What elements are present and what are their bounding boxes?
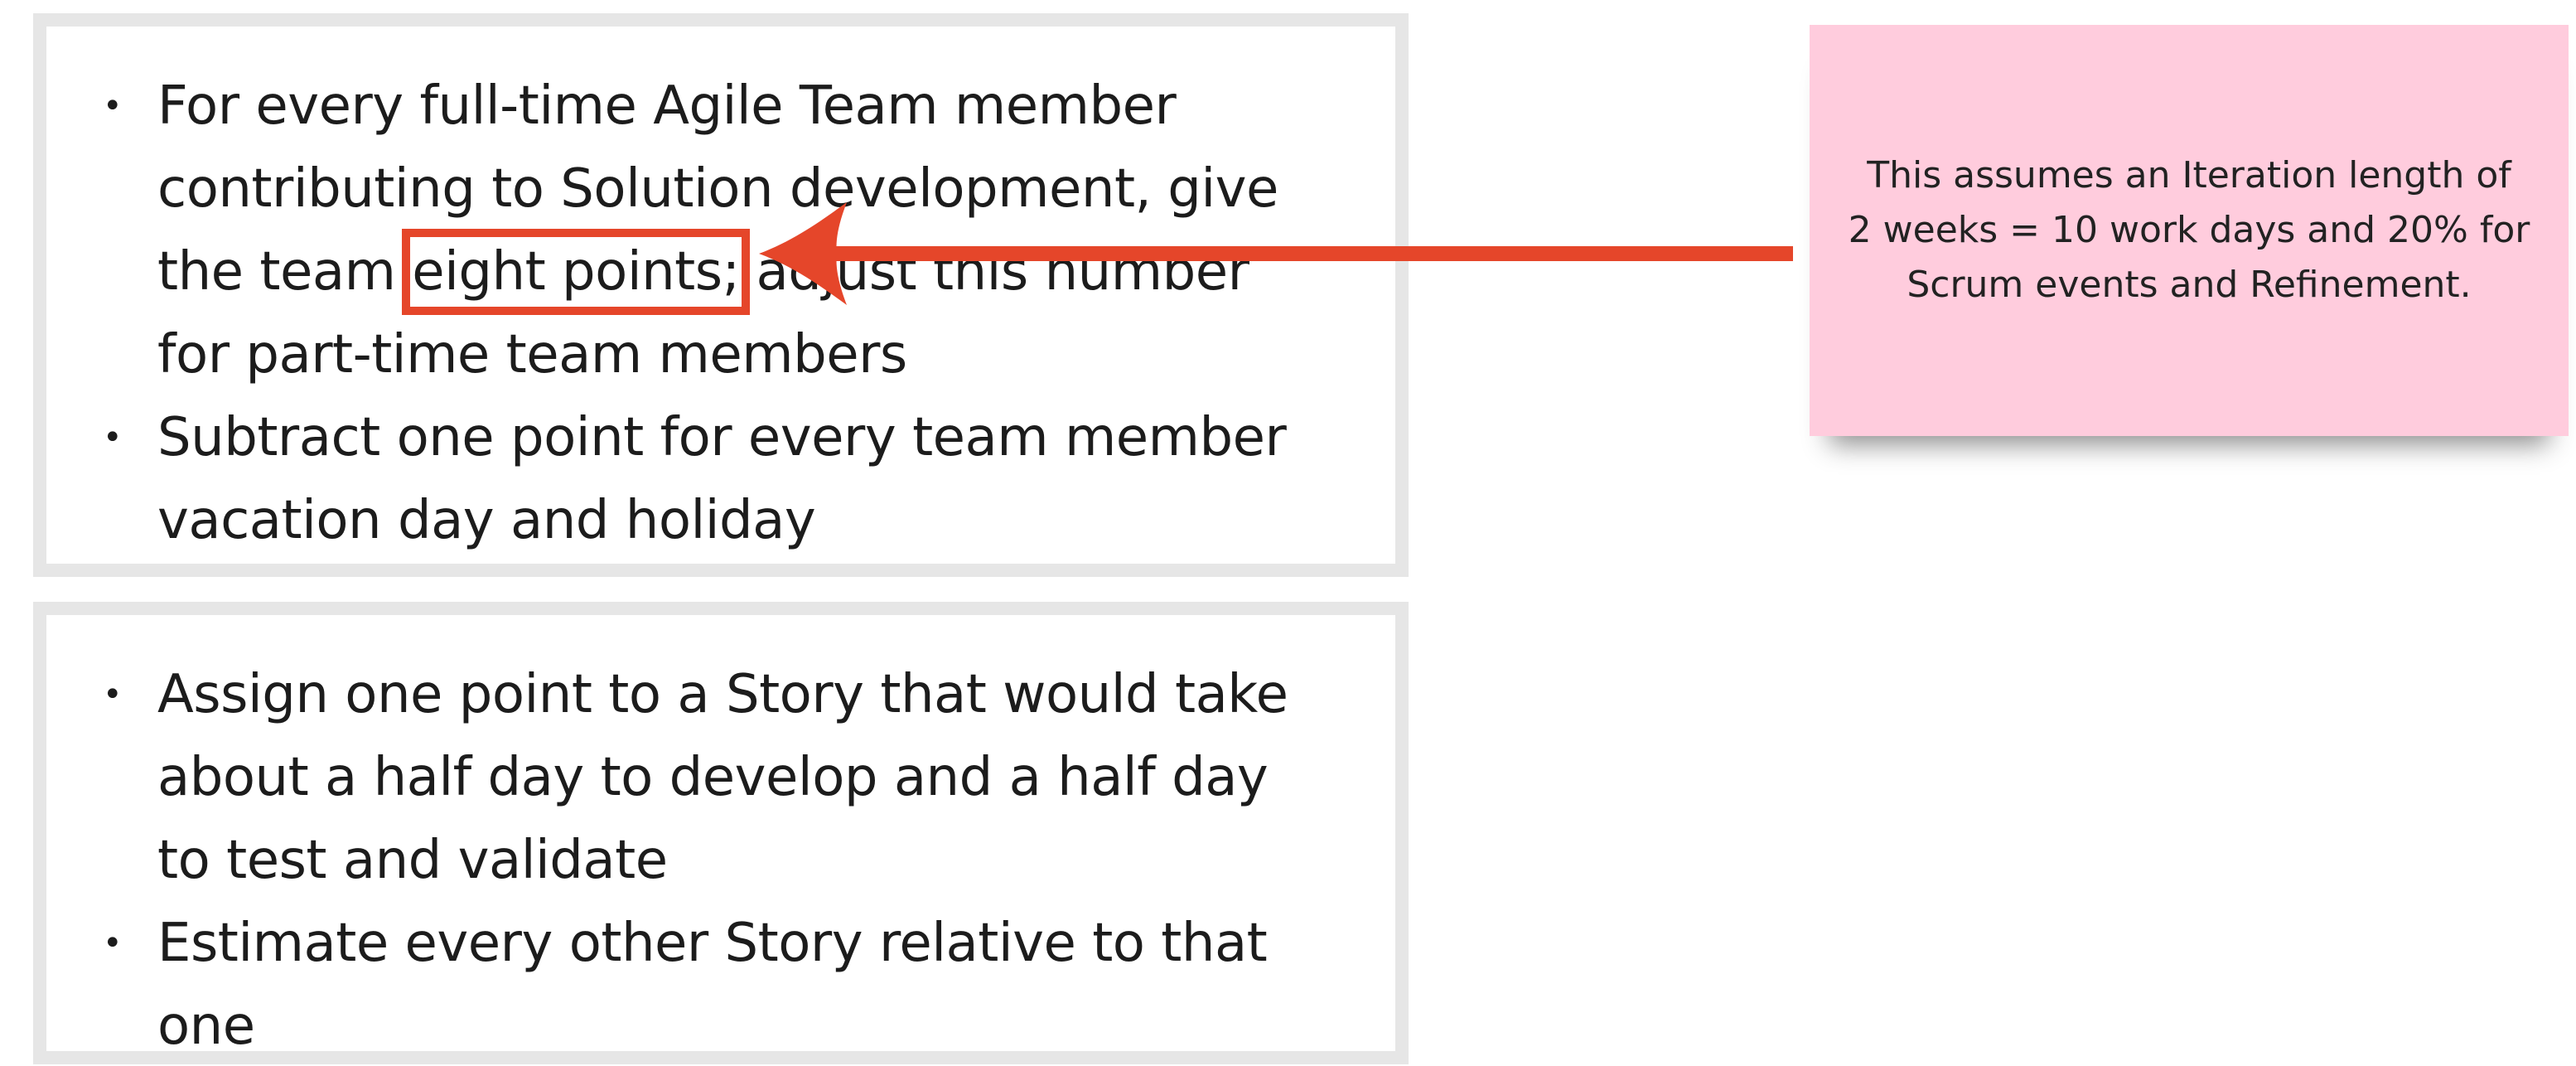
capacity-rules-list: • For every full-time Agile Team member … <box>46 27 1395 562</box>
sticky-note-line: 2 weeks = 10 work days and 20% for <box>1848 209 2530 251</box>
bullet-line: contributing to Solution development, gi… <box>157 158 1278 220</box>
capacity-rules-card: • For every full-time Agile Team member … <box>33 13 1409 577</box>
bullet-line: vacation day and holiday <box>157 490 816 551</box>
bullet-line: Assign one point to a Story that would t… <box>157 664 1288 725</box>
bullet-line: about a half day to develop and a half d… <box>157 747 1269 808</box>
story-points-card: • Assign one point to a Story that would… <box>33 602 1409 1064</box>
bullet-icon: • <box>103 87 123 125</box>
bullet-line: For every full-time Agile Team member <box>157 75 1177 137</box>
bullet-line-prefix: the team <box>157 241 413 303</box>
list-item: • Estimate every other Story relative to… <box>46 902 1395 1066</box>
bullet-line: Estimate every other Story relative to t… <box>157 913 1268 974</box>
sticky-note-line: This assumes an Iteration length of <box>1867 154 2511 196</box>
bullet-line: one <box>157 996 255 1057</box>
sticky-note-line: Scrum events and Refinement. <box>1907 264 2472 306</box>
list-item: • Subtract one point for every team memb… <box>46 396 1395 562</box>
bullet-line-suffix: adjust this number <box>739 241 1249 303</box>
bullet-line: to test and validate <box>157 830 668 891</box>
bullet-line: for part-time team members <box>157 324 907 385</box>
bullet-line: Subtract one point for every team member <box>157 407 1287 468</box>
sticky-note: This assumes an Iteration length of 2 we… <box>1810 25 2569 436</box>
sticky-note-text: This assumes an Iteration length of 2 we… <box>1849 148 2530 313</box>
bullet-icon: • <box>103 924 123 962</box>
list-item: • For every full-time Agile Team member … <box>46 65 1395 396</box>
eight-points-highlight: eight points; <box>402 229 750 315</box>
story-points-list: • Assign one point to a Story that would… <box>46 615 1395 1066</box>
list-item: • Assign one point to a Story that would… <box>46 653 1395 902</box>
bullet-icon: • <box>103 419 123 457</box>
bullet-line: the team eight points; adjust this numbe… <box>157 229 1329 315</box>
bullet-icon: • <box>103 676 123 714</box>
